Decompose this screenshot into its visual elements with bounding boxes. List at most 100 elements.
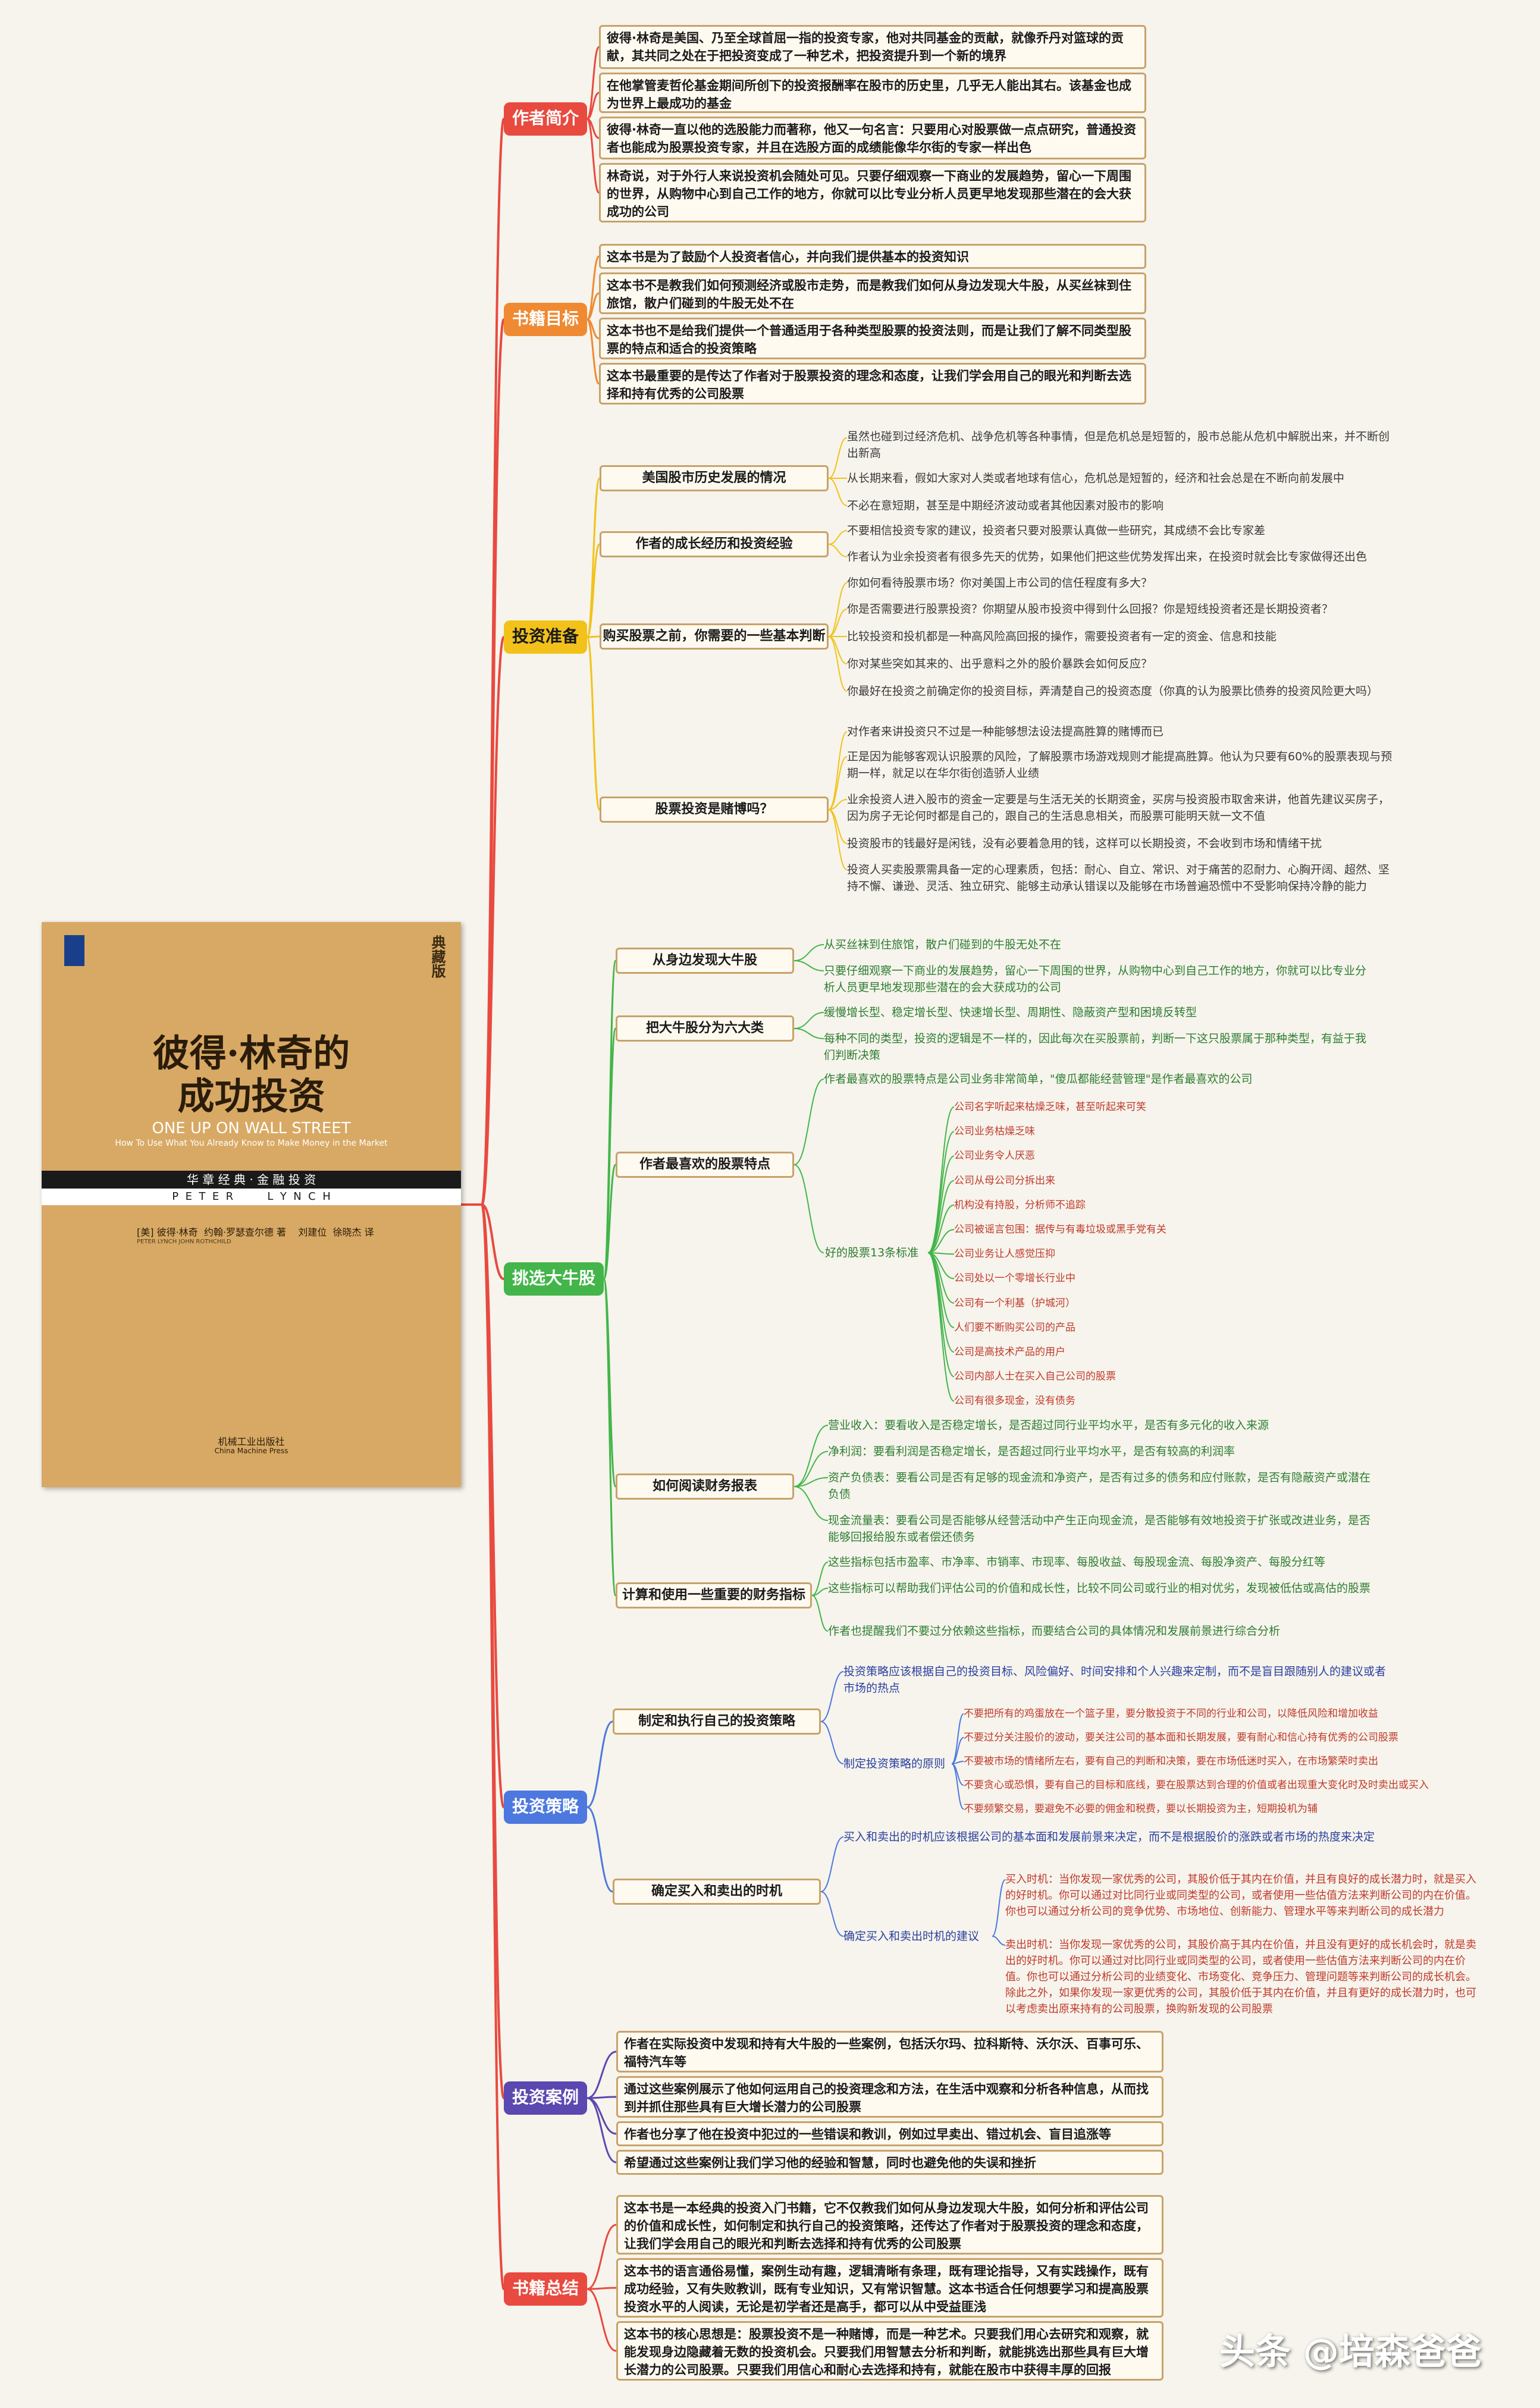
connector	[586, 1806, 613, 1893]
pick-leaf: 作者也提醒我们不要过分依赖这些指标，而要结合公司的具体情况和发展前景进行综合分析	[828, 1625, 1281, 1638]
category-strategy[interactable]: 投资策略	[504, 1791, 587, 1824]
pick-branch-six[interactable]: 把大牛股分为六大类	[616, 1015, 794, 1042]
author-item: 彼得·林奇一直以他的选股能力而著称，他又一句名言：只要用心对股票做一点点研究，普…	[599, 117, 1146, 159]
cover-badge: 典藏版	[429, 935, 446, 978]
connector	[828, 636, 848, 664]
cover-title-line1: 彼得·林奇的	[152, 1031, 350, 1075]
connector	[586, 2287, 617, 2290]
connector	[820, 1671, 844, 1722]
standard-item: 公司内部人士在买入自己公司的股票	[954, 1371, 1116, 1383]
prep-leaf: 不必在意短期，甚至是中期经济波动或者其他因素对股市的影响	[847, 499, 1164, 512]
connector	[586, 92, 600, 120]
strategy-rule: 不要被市场的情绪所左右，要有自己的判断和决策，要在市场低迷时买入，在市场繁荣时卖…	[964, 1755, 1378, 1767]
standard-item: 公司业务枯燥乏味	[954, 1125, 1035, 1138]
connector	[820, 1891, 844, 1937]
connector	[586, 1720, 613, 1808]
category-prep[interactable]: 投资准备	[504, 620, 587, 654]
connector	[927, 1204, 955, 1253]
connector	[793, 1425, 829, 1487]
category-goal[interactable]: 书籍目标	[504, 303, 587, 336]
prep-leaf: 投资人买卖股票需具备一定的心理素质，包括：耐心、自立、常识、对于痛苦的忍耐力、心…	[847, 863, 1390, 893]
summary-item: 这本书是一本经典的投资入门书籍，它不仅教我们如何从身边发现大牛股，如何分析和评估…	[616, 2195, 1163, 2255]
prep-branch-gamble[interactable]: 股票投资是赌博吗？	[600, 797, 829, 823]
strategy-branch-plan[interactable]: 制定和执行自己的投资策略	[613, 1708, 821, 1735]
standard-item: 公司名字听起来枯燥乏味，甚至听起来可笑	[954, 1101, 1146, 1113]
prep-branch-history[interactable]: 美国股市历史发展的情况	[600, 465, 829, 491]
prep-leaf: 虽然也碰到过经济危机、战争危机等各种事情，但是危机总是短暂的，股市总能从危机中解…	[847, 430, 1390, 460]
connector	[586, 636, 601, 811]
prep-branch-experience[interactable]: 作者的成长经历和投资经验	[600, 531, 829, 557]
prep-leaf: 比较投资和投机都是一种高风险高回报的操作，需要投资者有一定的资金、信息和技能	[847, 630, 1277, 643]
category-summary[interactable]: 书籍总结	[504, 2272, 587, 2306]
connector	[793, 944, 824, 961]
pick-leaf: 作者最喜欢的股票特点是公司业务非常简单，"傻瓜都能经营管理"是作者最喜欢的公司	[824, 1073, 1253, 1086]
standard-item: 公司有一个利基（护城河）	[954, 1297, 1075, 1309]
connector	[793, 1477, 829, 1487]
prep-leaf: 对作者来讲投资只不过是一种能够想法设法提高胜算的赌博而已	[847, 725, 1164, 738]
cover-english-title: ONE UP ON WALL STREET	[152, 1120, 351, 1137]
connector	[586, 2288, 617, 2352]
prep-leaf: 业余投资人进入股市的资金一定要是与生活无关的长期资金，买房与投资股市取舍来讲，他…	[847, 793, 1390, 823]
pick-leaf: 营业收入：要看收入是否稳定增长，是否超过同行业平均水平，是否有多元化的收入来源	[828, 1419, 1269, 1432]
connector	[828, 478, 848, 506]
connector	[828, 582, 848, 637]
connector	[481, 1203, 505, 2290]
cover-author-band: P E T E R L Y N C H	[42, 1189, 461, 1205]
connector	[793, 1012, 824, 1029]
prep-leaf: 你是否需要进行股票投资？你期望从股市投资中得到什么回报？你是短线投资者还是长期投…	[847, 603, 1334, 616]
pick-branch-ratio[interactable]: 计算和使用一些重要的财务指标	[616, 1582, 812, 1609]
connector	[828, 799, 848, 810]
connector	[828, 609, 848, 637]
connector	[828, 756, 848, 810]
strategy-rule: 不要把所有的鸡蛋放在一个篮子里，要分散投资于不同的行业和公司，以降低风险和增加收…	[964, 1708, 1378, 1720]
goal-item: 这本书最重要的是传达了作者对于股票投资的理念和态度，让我们学会用自己的眼光和判断…	[599, 363, 1146, 405]
connector	[828, 544, 848, 557]
prep-leaf: 作者认为业余投资者有很多先天的优势，如果他们把这些优势发挥出来，在投资时就会比专…	[847, 550, 1368, 563]
connector	[586, 543, 601, 638]
cover-publisher-en: China Machine Press	[214, 1447, 288, 1455]
pick-branch-fav[interactable]: 作者最喜欢的股票特点	[616, 1152, 794, 1178]
connector	[586, 2050, 617, 2099]
pick-leaf: 只要仔细观察一下商业的发展趋势，留心一下周围的世界，从购物中心到自己工作的地方，…	[824, 964, 1367, 994]
connector	[586, 2224, 617, 2290]
prep-branch-judgement[interactable]: 购买股票之前，你需要的一些基本判断	[600, 623, 829, 650]
pick-branch-spot[interactable]: 从身边发现大牛股	[616, 948, 794, 974]
standard-item: 人们要不断购买公司的产品	[954, 1321, 1075, 1334]
category-pick[interactable]: 挑选大牛股	[504, 1262, 604, 1296]
connector	[481, 636, 505, 1206]
connector	[927, 1252, 955, 1402]
connector	[992, 1879, 1006, 1937]
cover-publisher: 机械工业出版社	[218, 1436, 285, 1447]
goal-item: 这本书也不是给我们提供一个普通适用于各种类型股票的投资法则，而是让我们了解不同类…	[599, 318, 1146, 359]
connector	[793, 1451, 829, 1487]
prep-leaf: 投资股市的钱最好是闲钱，没有必要着急用的钱，这样可以长期投资，不会收到市场和情绪…	[847, 837, 1322, 850]
pick-standards-label: 好的股票13条标准	[825, 1246, 919, 1259]
pick-leaf: 这些指标包括市盈率、市净率、市销率、市现率、每股收益、每股现金流、每股净资产、每…	[828, 1556, 1326, 1569]
connector	[586, 292, 600, 321]
strategy-leaf: 买入和卖出的时机应该根据公司的基本面和发展前景来决定，而不是根据股价的涨跌或者市…	[843, 1830, 1375, 1843]
connector	[793, 960, 824, 971]
connector	[586, 2097, 617, 2164]
strategy-rule: 不要贪心或恐惧，要有自己的目标和底线，要在股票达到合理的价值或者出现重大变化时及…	[964, 1779, 1429, 1791]
strategy-rule: 不要频繁交易，要避免不必要的佣金和税费，要以长期投资为主，短期投机为辅	[964, 1803, 1318, 1815]
strategy-branch-timing[interactable]: 确定买入和卖出的时机	[613, 1879, 821, 1905]
category-author[interactable]: 作者简介	[504, 102, 587, 136]
pick-branch-fin[interactable]: 如何阅读财务报表	[616, 1473, 794, 1500]
case-item: 希望通过这些案例让我们学习他的经验和智慧，同时也避免他的失误和挫折	[616, 2150, 1163, 2175]
standard-item: 公司处以一个零增长行业中	[954, 1272, 1075, 1285]
category-cases[interactable]: 投资案例	[504, 2081, 587, 2115]
connector	[992, 1936, 1006, 1946]
connector	[811, 1588, 829, 1596]
connector	[603, 1278, 617, 1597]
standard-item: 公司从母公司分拆出来	[954, 1174, 1055, 1187]
standard-item: 公司有很多现金，没有债务	[954, 1395, 1075, 1407]
summary-item: 这本书的语言通俗易懂，案例生动有趣，逻辑清晰有条理，既有理论指导，又有实践操作，…	[616, 2258, 1163, 2318]
standard-item: 公司是高技术产品的用户	[954, 1346, 1065, 1358]
strategy-sub-label: 确定买入和卖出时机的建议	[843, 1930, 980, 1943]
prep-leaf: 从长期来看，假如大家对人类或者地球有信心，危机总是短暂的，经济和社会总是在不断向…	[847, 472, 1345, 485]
case-item: 作者也分享了他在投资中犯过的一些错误和教训，例如过早卖出、错过机会、盲目追涨等	[616, 2121, 1163, 2146]
prep-leaf: 你对某些突如其来的、出乎意料之外的股价暴跌会如何反应？	[847, 657, 1153, 670]
connector	[586, 118, 600, 194]
strategy-rule: 不要过分关注股价的波动，要关注公司的基本面和长期发展，要有耐心和信心持有优秀的公…	[964, 1732, 1398, 1744]
pick-leaf: 缓慢增长型、稳定增长型、快速增长型、周期性、隐蔽资产型和困境反转型	[824, 1006, 1197, 1019]
